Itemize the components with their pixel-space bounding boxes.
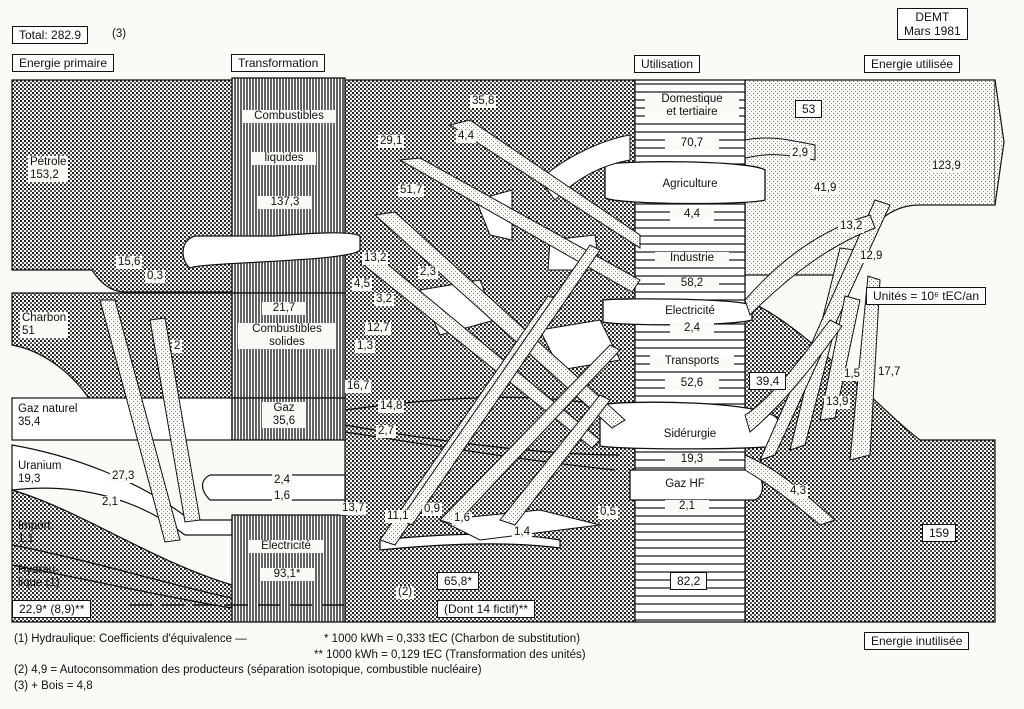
- flow-label: 4,4: [456, 130, 476, 143]
- col-transformation: Transformation: [231, 54, 326, 72]
- sector-agriculture-value: 4,4: [670, 208, 714, 221]
- flow-label: 13,2: [362, 252, 389, 265]
- total-note: (3): [112, 28, 127, 40]
- sector-siderurgie: Sidérurgie: [663, 428, 717, 440]
- col-useful: Energie utilisée: [864, 55, 961, 73]
- elec-transform-label: Electricité: [248, 540, 324, 553]
- flow-label: 3,2: [374, 293, 394, 306]
- flow-label: 2,9: [790, 147, 810, 160]
- flow-label: 2: [172, 340, 183, 353]
- flow-label: 123,9: [930, 160, 963, 173]
- flow-label: 2,1: [100, 496, 120, 509]
- footnotes: (1) Hydraulique: Coefficients d'équivale…: [14, 632, 586, 694]
- flow-label: 1,6: [452, 512, 472, 525]
- flow-label: 12,9: [858, 250, 885, 263]
- flow-label: 11,1: [385, 510, 411, 523]
- note-3: (3) + Bois = 4,8: [14, 679, 93, 692]
- col-unused: Energie inutilisée: [864, 632, 970, 650]
- sector-industrie-value: 58,2: [665, 277, 719, 290]
- flow-label: 12,7: [365, 322, 392, 335]
- liquides-label: Combustibles: [242, 110, 336, 123]
- solides-value: 21,7: [262, 302, 306, 315]
- flow-label: 41,9: [812, 182, 839, 195]
- sector-transports: Transports: [650, 355, 734, 368]
- note-2: (2) 4,9 = Autoconsommation des producteu…: [14, 664, 482, 676]
- sector-transports-value: 52,6: [665, 377, 719, 390]
- sector-siderurgie-value: 19,3: [665, 453, 719, 466]
- flow-label: 1,5: [842, 368, 862, 381]
- flow-box: 65,8*: [437, 572, 480, 590]
- elec-transform-value: 93,1*: [260, 568, 314, 581]
- flow-label: 14,8: [378, 400, 405, 413]
- hydro-label: Hydrau-lique (1): [18, 564, 60, 589]
- units-box: Unités = 10⁶ tEC/an: [866, 287, 986, 305]
- flow-box: (Dont 14 fictif)**: [437, 600, 536, 618]
- flow-label: 16,7: [345, 380, 372, 393]
- demt-line1: DEMT: [915, 10, 950, 24]
- flow-label: 17,7: [876, 366, 903, 379]
- flow-label: 0,3: [145, 270, 165, 283]
- demt-line2: Mars 1981: [904, 24, 961, 38]
- sector-gazhf-value: 2,1: [665, 500, 709, 513]
- note-1: (1) Hydraulique: Coefficients d'équivale…: [14, 633, 581, 645]
- flow-label: 51,7: [398, 184, 425, 197]
- sector-electricite: Electricité: [665, 305, 715, 317]
- flow-label: 13,2: [838, 220, 865, 233]
- col-utilisation: Utilisation: [634, 55, 701, 73]
- flow-label: 2,7: [376, 425, 396, 438]
- total-box: Total: 282.9: [12, 26, 89, 44]
- flow-label: 2,3: [418, 266, 438, 279]
- sector-gazhf: Gaz HF: [665, 478, 705, 490]
- note-1b: ** 1000 kWh = 0,129 tEC (Transformation …: [314, 648, 586, 661]
- flow-label: 1,6: [272, 490, 292, 503]
- flow-label: 13,7: [340, 502, 367, 515]
- flow-label: 1,3: [355, 340, 375, 353]
- flow-label: 15,6: [116, 256, 143, 269]
- sector-domestique-value: 70,7: [665, 137, 719, 150]
- flow-label: 27,3: [110, 470, 137, 483]
- gaz-band: [11, 397, 233, 441]
- flow-label: 1,4: [512, 526, 532, 539]
- petrole-band: [11, 79, 233, 293]
- flow-label: 2,4: [272, 474, 292, 487]
- hydro-value: 22,9* (8,9)**: [12, 600, 92, 618]
- flow-label: 0,5: [598, 506, 618, 519]
- sector-electricite-value: 2,4: [670, 322, 714, 335]
- flow-label: (2): [396, 586, 415, 599]
- flow-label: 0,9: [422, 503, 442, 516]
- demt-box: DEMT Mars 1981: [897, 8, 968, 40]
- col-primary: Energie primaire: [12, 54, 115, 72]
- flow-label: 35,8: [470, 95, 497, 108]
- import-label: Import.1,1: [18, 520, 54, 545]
- flow-label: 4,5: [352, 278, 372, 291]
- liquides-value: 137,3: [258, 196, 312, 209]
- flow-label: 29,1: [378, 135, 405, 148]
- sector-agriculture: Agriculture: [662, 178, 718, 190]
- flow-label: 4,3: [788, 485, 808, 498]
- sector-industrie: Industrie: [655, 252, 729, 265]
- flow-box: 53: [795, 100, 823, 118]
- flow-box: 39,4: [749, 372, 787, 390]
- flow-label: 13,9: [824, 396, 851, 409]
- flow-box: 82,2: [670, 572, 708, 590]
- flow-box: 159: [922, 524, 957, 542]
